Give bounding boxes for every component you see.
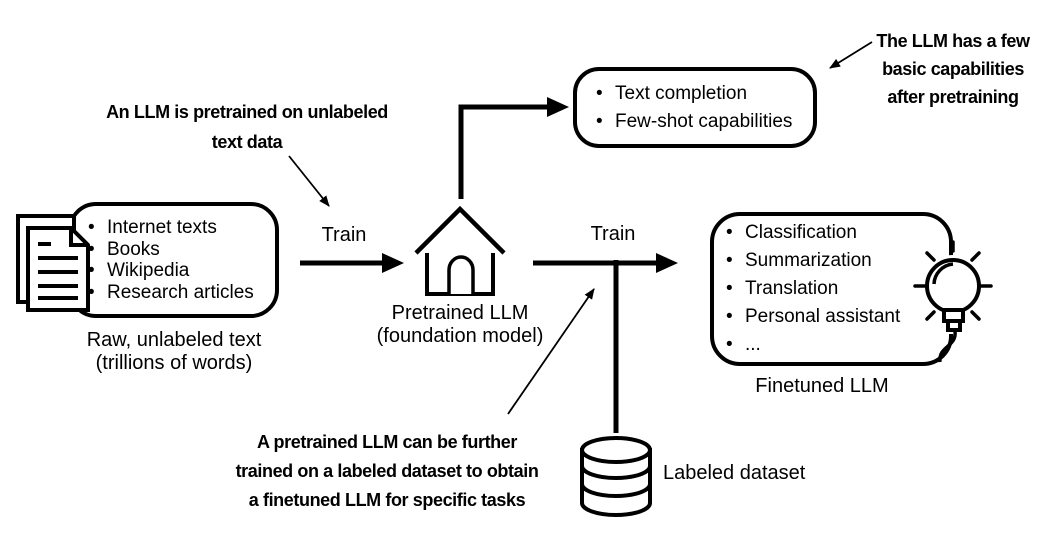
caption-line: (trillions of words): [95, 352, 253, 374]
annotation-line: The LLM has a few: [876, 31, 1030, 51]
capabilities-annotation: The LLM has a few basic capabilities aft…: [833, 27, 1042, 111]
list-item: Personal assistant: [726, 303, 949, 331]
pretrained-capabilities-box: Text completion Few-shot capabilities: [573, 67, 817, 148]
annotation-line: A pretrained LLM can be further: [257, 432, 517, 452]
annotation-line: basic capabilities: [882, 59, 1024, 79]
house-icon: [414, 205, 506, 296]
pretrain-annotation: An LLM is pretrained on unlabeled text d…: [87, 97, 407, 157]
train-label-left: Train: [321, 224, 367, 246]
list-item: Books: [88, 239, 275, 261]
list-item: Few-shot capabilities: [596, 108, 813, 136]
list-item: Summarization: [726, 247, 949, 275]
annotation-line: a finetuned LLM for specific tasks: [248, 490, 526, 510]
raw-text-sources-box: Internet texts Books Wikipedia Research …: [68, 202, 279, 318]
annotation-line: trained on a labeled dataset to obtain: [235, 461, 539, 481]
train-arrow-left: [300, 253, 404, 273]
pretrained-capabilities-list: Text completion Few-shot capabilities: [577, 80, 813, 136]
raw-text-caption: Raw, unlabeled text (trillions of words): [34, 329, 314, 375]
pretrained-llm-caption: Pretrained LLM (foundation model): [330, 302, 590, 348]
database-icon: [580, 436, 652, 517]
list-item: Wikipedia: [88, 260, 275, 282]
list-item: Classification: [726, 219, 949, 247]
finetune-annotation: A pretrained LLM can be further trained …: [217, 428, 557, 515]
pretrain-output-arrow: [458, 97, 569, 199]
caption-line: Raw, unlabeled text: [86, 329, 262, 351]
list-item: Research articles: [88, 282, 275, 304]
finetuned-tasks-list: Classification Summarization Translation…: [714, 219, 949, 359]
finetuned-llm-caption: Finetuned LLM: [755, 375, 889, 397]
annotation-line: after pretraining: [887, 87, 1019, 107]
labeled-dataset-label: Labeled dataset: [663, 462, 806, 484]
pretrain-annotation-arrow: [288, 155, 330, 207]
finetuned-tasks-box: Classification Summarization Translation…: [710, 212, 953, 366]
caption-line: (foundation model): [376, 325, 544, 347]
list-item: Text completion: [596, 80, 813, 108]
list-item: Internet texts: [88, 217, 275, 239]
list-item: ...: [726, 331, 949, 359]
raw-text-sources-list: Internet texts Books Wikipedia Research …: [72, 217, 275, 303]
caption-line: Pretrained LLM: [391, 302, 529, 324]
annotation-line: text data: [211, 132, 283, 152]
list-item: Translation: [726, 275, 949, 303]
train-label-right: Train: [590, 223, 636, 245]
annotation-line: An LLM is pretrained on unlabeled: [106, 102, 388, 122]
